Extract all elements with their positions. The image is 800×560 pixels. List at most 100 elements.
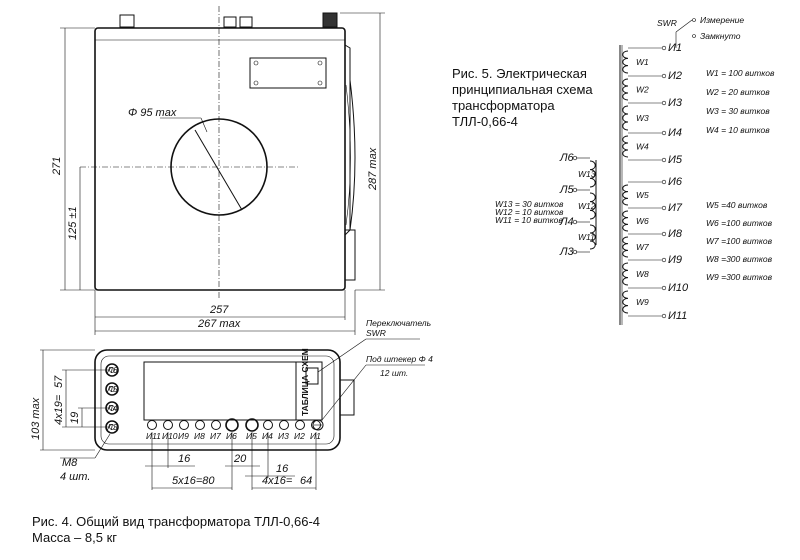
aux-tap-label: Л3 xyxy=(559,246,575,258)
tap-terminal xyxy=(661,285,667,291)
bottom-terminal xyxy=(295,420,305,430)
width-max-label: 267 max xyxy=(197,318,241,330)
switch-knob xyxy=(322,12,338,28)
aux-winding-coil xyxy=(589,192,596,220)
winding-label: W9 xyxy=(636,297,649,307)
tap-label: И11 xyxy=(668,310,687,322)
bottom-terminal xyxy=(195,420,205,430)
winding-coil xyxy=(622,210,629,232)
bottom-terminal xyxy=(263,420,273,430)
dim-16a-label: 16 xyxy=(178,453,191,465)
aux-tap-terminal xyxy=(572,219,578,225)
swr-label: SWR xyxy=(657,18,677,28)
diameter-label: Φ 95 max xyxy=(128,107,177,119)
bottom-terminal xyxy=(179,420,189,430)
winding-coil xyxy=(622,105,629,131)
dim-103-label: 103 max xyxy=(30,397,42,440)
aux-tap-label: Л6 xyxy=(559,152,575,164)
winding-coil xyxy=(622,262,629,286)
fig4-caption-line1: Рис. 4. Общий вид трансформатора ТЛЛ-0,6… xyxy=(32,514,320,529)
transformer-body xyxy=(94,27,346,291)
winding-coil xyxy=(622,236,629,258)
plug-count: 12 шт. xyxy=(380,368,408,378)
tap-label: И7 xyxy=(668,202,683,214)
screw-count: 4 шт. xyxy=(60,471,90,483)
measure-label: Измерение xyxy=(700,15,744,25)
bottom-terminal-label: И5 xyxy=(246,431,257,441)
winding-label: W4 xyxy=(636,142,649,152)
dim-5x16-label: 5х16=80 xyxy=(172,475,215,487)
tap-terminal xyxy=(661,179,667,185)
fig5-caption-line4: ТЛЛ-0,66-4 xyxy=(452,114,518,129)
bottom-terminal xyxy=(245,418,259,432)
tap-terminal xyxy=(661,231,667,237)
tap-terminal xyxy=(661,257,667,263)
tap-label: И9 xyxy=(668,254,682,266)
aux-winding-coil xyxy=(589,160,596,188)
winding-label: W5 xyxy=(636,190,649,200)
tap-terminal xyxy=(661,130,667,136)
bottom-terminal-label: И9 xyxy=(178,431,189,441)
name-plate xyxy=(249,57,327,89)
center-knob-left xyxy=(223,16,237,28)
dim-4x19-label: 4х19= xyxy=(53,394,65,425)
plate-text: ТАБЛИЦА СХЕМ xyxy=(300,348,310,416)
tap-label: И3 xyxy=(668,97,683,109)
bottom-terminal xyxy=(225,418,239,432)
center-height-label: 125 ±1 xyxy=(67,206,79,240)
tap-label: И6 xyxy=(668,176,683,188)
winding-coil xyxy=(622,135,629,158)
aux-winding-label: W13 xyxy=(578,169,596,179)
schematic: SWR Измерение Замкнуто W1W2W3W4W5W6W7W8W… xyxy=(495,15,775,325)
bottom-terminal-label: И2 xyxy=(294,431,305,441)
tap-label: И8 xyxy=(668,228,683,240)
center-knob-right xyxy=(239,16,253,28)
tap-terminal xyxy=(661,100,667,106)
bottom-terminal-label: И3 xyxy=(278,431,289,441)
tap-label: И1 xyxy=(668,42,682,54)
bottom-terminal-label: И8 xyxy=(194,431,205,441)
height-max-label: 287 max xyxy=(367,147,379,191)
bottom-terminal xyxy=(163,420,173,430)
legend-lower-item: W8 =300 витков xyxy=(706,254,773,264)
fig4-caption-line2: Масса – 8,5 кг xyxy=(32,530,117,545)
left-terminal-label: Л6 xyxy=(106,365,118,375)
bottom-terminal-label: И6 xyxy=(226,431,237,441)
dim-19-label: 19 xyxy=(69,412,81,424)
bottom-terminal xyxy=(147,420,157,430)
legend-left-item: W12 = 10 витков xyxy=(495,207,564,217)
legend-upper-item: W2 = 20 витков xyxy=(706,87,770,97)
legend-upper-item: W1 = 100 витков xyxy=(706,68,775,78)
dim-64-label: 64 xyxy=(300,475,312,487)
legend-upper-item: W3 = 30 витков xyxy=(706,106,770,116)
bottom-terminal xyxy=(279,420,289,430)
tap-label: И2 xyxy=(668,70,682,82)
aux-tap-terminal xyxy=(572,249,578,255)
bottom-terminal-label: И10 xyxy=(162,431,178,441)
bottom-terminal xyxy=(211,420,221,430)
left-terminal-label: Л3 xyxy=(106,422,118,432)
shorted-label: Замкнуто xyxy=(700,31,741,41)
winding-coil xyxy=(622,50,629,74)
winding-label: W2 xyxy=(636,85,649,95)
aux-winding-label: W12 xyxy=(578,201,596,211)
tap-label: И10 xyxy=(668,282,689,294)
dim-20-label: 20 xyxy=(233,453,247,465)
bottom-terminal-label: И4 xyxy=(262,431,273,441)
fig5-caption-line2: принципиальная схема xyxy=(452,82,593,97)
left-terminal-hole xyxy=(109,386,115,392)
legend-lower-item: W6 =100 витков xyxy=(706,218,773,228)
bottom-terminal-label: И11 xyxy=(146,431,161,441)
winding-coil xyxy=(622,290,629,314)
switch-label-2: SWR xyxy=(366,328,386,338)
dim-16b-label: 16 xyxy=(276,463,289,475)
legend-left-item: W13 = 30 витков xyxy=(495,199,564,209)
plug-label: Под штекер Φ 4 xyxy=(366,354,433,364)
tap-terminal xyxy=(661,157,667,163)
tap-terminal xyxy=(661,73,667,79)
legend-upper-item: W4 = 10 витков xyxy=(706,125,770,135)
winding-label: W7 xyxy=(636,242,649,252)
bottom-terminal-label: И1 xyxy=(310,431,321,441)
